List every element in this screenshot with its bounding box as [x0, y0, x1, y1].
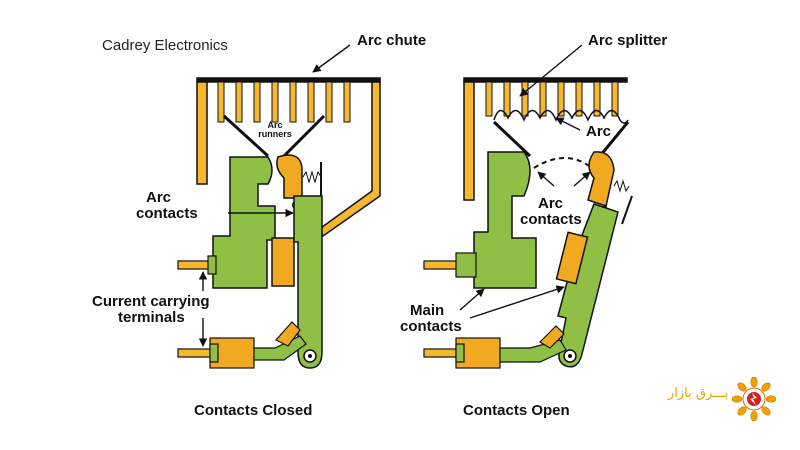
label-arrows-right: [459, 44, 591, 319]
arc-chute-right: [463, 77, 628, 201]
arc-wave: [493, 109, 629, 124]
spring-right: [613, 179, 630, 193]
terminal-pin-upper-right: [423, 252, 477, 278]
moving-arc-contact-right: [587, 151, 615, 207]
terminal-pin-upper-left: [177, 255, 217, 275]
arc-runners-left: [222, 114, 326, 158]
logo-text: بـــرق بازار: [668, 386, 729, 401]
fixed-contact-right: [473, 151, 537, 289]
contacts-closed-diagram: [177, 44, 381, 369]
label-arc-splitter: Arc splitter: [588, 32, 668, 49]
label-current-terminals-line2: terminals: [118, 309, 185, 326]
label-main-contacts-line2: contacts: [400, 318, 462, 335]
fixed-contact-left: [212, 156, 276, 289]
label-arc-contacts-right-line1: Arc: [538, 195, 564, 212]
label-arc-chute: Arc chute: [357, 32, 427, 49]
main-contact-fixed-left: [271, 237, 295, 287]
moving-arc-contact-left: [276, 154, 303, 199]
arc-chute-left: [196, 77, 381, 238]
spring-left: [302, 170, 322, 184]
label-arc-contacts-right-line2: contacts: [520, 211, 582, 228]
label-arrows-left: [198, 44, 351, 347]
sunflower-logo-icon: [732, 377, 776, 421]
label-arc-contacts-left-line2: contacts: [136, 205, 198, 222]
terminal-lower-left: [177, 321, 307, 369]
label-arc-contacts-left-line1: Arc: [146, 189, 172, 206]
label-arc-runners-line1: Arc: [267, 120, 283, 130]
arc-runners-right: [492, 120, 630, 158]
label-arc-runners-line2: runners: [258, 129, 292, 139]
arc-chute-fins-left: [217, 81, 351, 123]
label-current-terminals-line1: Current carrying: [92, 293, 210, 310]
contacts-open-diagram: [423, 44, 633, 369]
arc-chute-fins-right: [485, 81, 619, 117]
label-arc: Arc: [586, 123, 612, 140]
brand-name: Cadrey Electronics: [102, 37, 228, 54]
arc-dashed: [533, 157, 593, 169]
main-contact-moving-right: [555, 231, 589, 285]
caption-contacts-closed: Contacts Closed: [194, 402, 313, 419]
label-main-contacts-line1: Main: [410, 302, 445, 319]
caption-contacts-open: Contacts Open: [463, 402, 570, 419]
moving-arm-right: [557, 203, 619, 368]
moving-arm-left: [293, 195, 323, 369]
terminal-lower-right: [423, 325, 567, 369]
